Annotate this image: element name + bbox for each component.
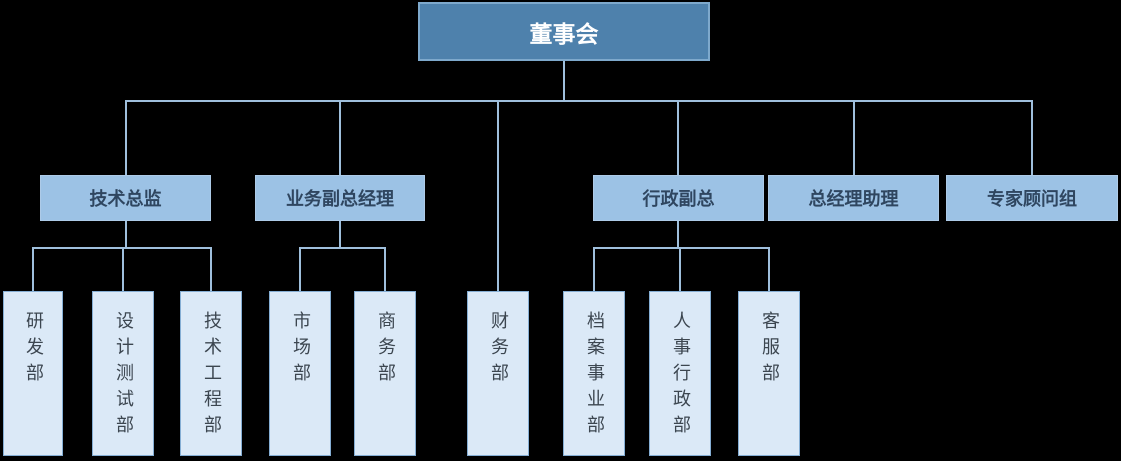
org-node-design-test-dept: 设计测试部 (92, 291, 154, 456)
connector-drop-rnd (32, 249, 34, 291)
connector-drop-admin-vp (677, 102, 679, 175)
org-node-tech-director: 技术总监 (40, 175, 211, 221)
org-node-business-vp-label: 业务副总经理 (286, 189, 394, 210)
org-node-commerce-dept-label: 商务部 (375, 311, 396, 389)
org-node-admin-vp: 行政副总 (593, 175, 764, 221)
org-node-admin-vp-label: 行政副总 (642, 189, 715, 210)
org-node-business-vp: 业务副总经理 (255, 175, 425, 221)
org-node-expert-group: 专家顾问组 (946, 175, 1118, 221)
connector-drop-tech-eng (210, 249, 212, 291)
connector-drop-design-test (122, 249, 124, 291)
org-node-tech-eng-dept-label: 技术工程部 (201, 311, 222, 441)
org-node-rnd-dept-label: 研发部 (23, 311, 44, 389)
org-node-tech-eng-dept: 技术工程部 (180, 291, 242, 456)
org-node-archives-dept: 档案事业部 (563, 291, 625, 456)
org-node-gm-assistant-label: 总经理助理 (808, 189, 899, 210)
org-node-finance-dept: 财务部 (467, 291, 529, 456)
org-node-customer-service-dept: 客服部 (738, 291, 800, 456)
connector-business-bus (299, 247, 386, 249)
connector-drop-business-vp (339, 102, 341, 175)
org-node-board: 董事会 (418, 2, 710, 61)
connector-drop-commerce (384, 249, 386, 291)
connector-admin-stem (677, 221, 679, 247)
org-node-marketing-dept: 市场部 (269, 291, 331, 456)
connector-root-drop (563, 61, 565, 100)
org-node-expert-group-label: 专家顾问组 (987, 189, 1077, 210)
connector-drop-finance (497, 102, 499, 291)
connector-drop-tech-director (125, 102, 127, 175)
connector-drop-gm-assistant (853, 102, 855, 175)
org-node-customer-service-dept-label: 客服部 (759, 311, 780, 389)
connector-drop-expert-group (1031, 102, 1033, 175)
connector-main-bus (125, 100, 1033, 102)
org-node-gm-assistant: 总经理助理 (768, 175, 939, 221)
connector-tech-bus (32, 247, 212, 249)
org-node-tech-director-label: 技术总监 (89, 189, 162, 210)
connector-drop-customer-service (768, 249, 770, 291)
connector-drop-marketing (299, 249, 301, 291)
org-node-archives-dept-label: 档案事业部 (584, 311, 605, 441)
org-node-rnd-dept: 研发部 (3, 291, 63, 456)
org-node-design-test-dept-label: 设计测试部 (113, 311, 134, 441)
org-node-board-label: 董事会 (529, 21, 599, 48)
org-node-commerce-dept: 商务部 (354, 291, 416, 456)
connector-drop-archives (593, 249, 595, 291)
connector-admin-bus (593, 247, 770, 249)
connector-business-stem (339, 221, 341, 247)
connector-tech-stem (125, 221, 127, 247)
org-node-marketing-dept-label: 市场部 (290, 311, 311, 389)
connector-drop-hr-admin (679, 249, 681, 291)
org-node-hr-admin-dept: 人事行政部 (649, 291, 711, 456)
org-node-hr-admin-dept-label: 人事行政部 (670, 311, 691, 441)
org-node-finance-dept-label: 财务部 (488, 311, 509, 389)
